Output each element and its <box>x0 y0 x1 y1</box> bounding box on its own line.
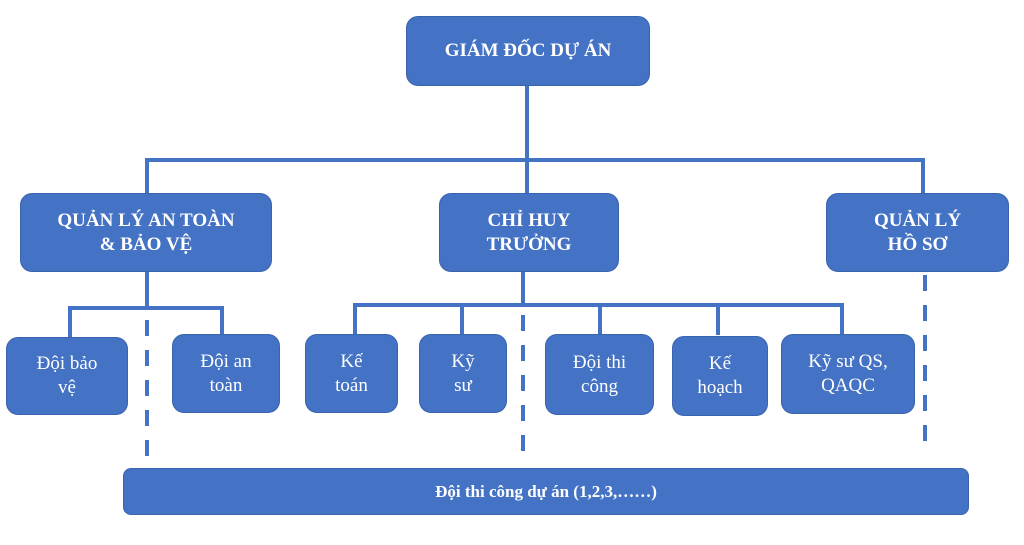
node-label: GIÁM ĐỐC DỰ ÁN <box>444 40 612 62</box>
node-label-line1: Đội bảo <box>36 353 98 375</box>
node-label-line2: HỒ SƠ <box>887 233 948 255</box>
node-qs-qaqc-engineer: Kỹ sư QS, QAQC <box>781 334 915 414</box>
node-label-line1: Đội an <box>200 350 252 372</box>
node-label-line1: QUẢN LÝ <box>873 209 962 231</box>
node-security-team: Đội bảo vệ <box>6 337 128 415</box>
node-label-line1: Kỹ <box>451 350 475 372</box>
node-label-line2: & BẢO VỆ <box>99 233 193 255</box>
node-accounting: Kế toán <box>305 334 398 413</box>
node-safety-team: Đội an toàn <box>172 334 280 413</box>
node-records-manager: QUẢN LÝ HỒ SƠ <box>826 193 1009 272</box>
node-label-line2: toàn <box>209 374 243 396</box>
node-engineer: Kỹ sư <box>419 334 507 413</box>
node-project-director: GIÁM ĐỐC DỰ ÁN <box>406 16 650 86</box>
node-label-line2: TRƯỞNG <box>486 233 572 255</box>
node-planning: Kế hoạch <box>672 336 768 416</box>
node-site-commander: CHỈ HUY TRƯỞNG <box>439 193 619 272</box>
node-label-line2: vệ <box>58 377 76 398</box>
node-label-line2: sư <box>454 374 472 396</box>
node-label-line2: hoạch <box>697 377 743 398</box>
node-label-line2: công <box>581 375 618 397</box>
node-label-line1: Kế <box>708 353 732 375</box>
node-label-line1: QUẢN LÝ AN TOÀN <box>57 209 235 231</box>
node-label-line2: toán <box>335 374 368 396</box>
node-project-construction-teams: Đội thi công dự án (1,2,3,……) <box>123 468 969 515</box>
node-label-line1: Kỹ sư QS, <box>808 351 888 373</box>
node-construction-team: Đội thi công <box>545 334 654 415</box>
node-label-line2: QAQC <box>821 375 875 396</box>
node-label-line1: Kế <box>340 350 363 372</box>
node-label-line1: Đội thi <box>572 351 627 373</box>
node-label: Đội thi công dự án (1,2,3,……) <box>435 481 657 501</box>
node-safety-security-manager: QUẢN LÝ AN TOÀN & BẢO VỆ <box>20 193 272 272</box>
node-label-line1: CHỈ HUY <box>487 209 571 231</box>
